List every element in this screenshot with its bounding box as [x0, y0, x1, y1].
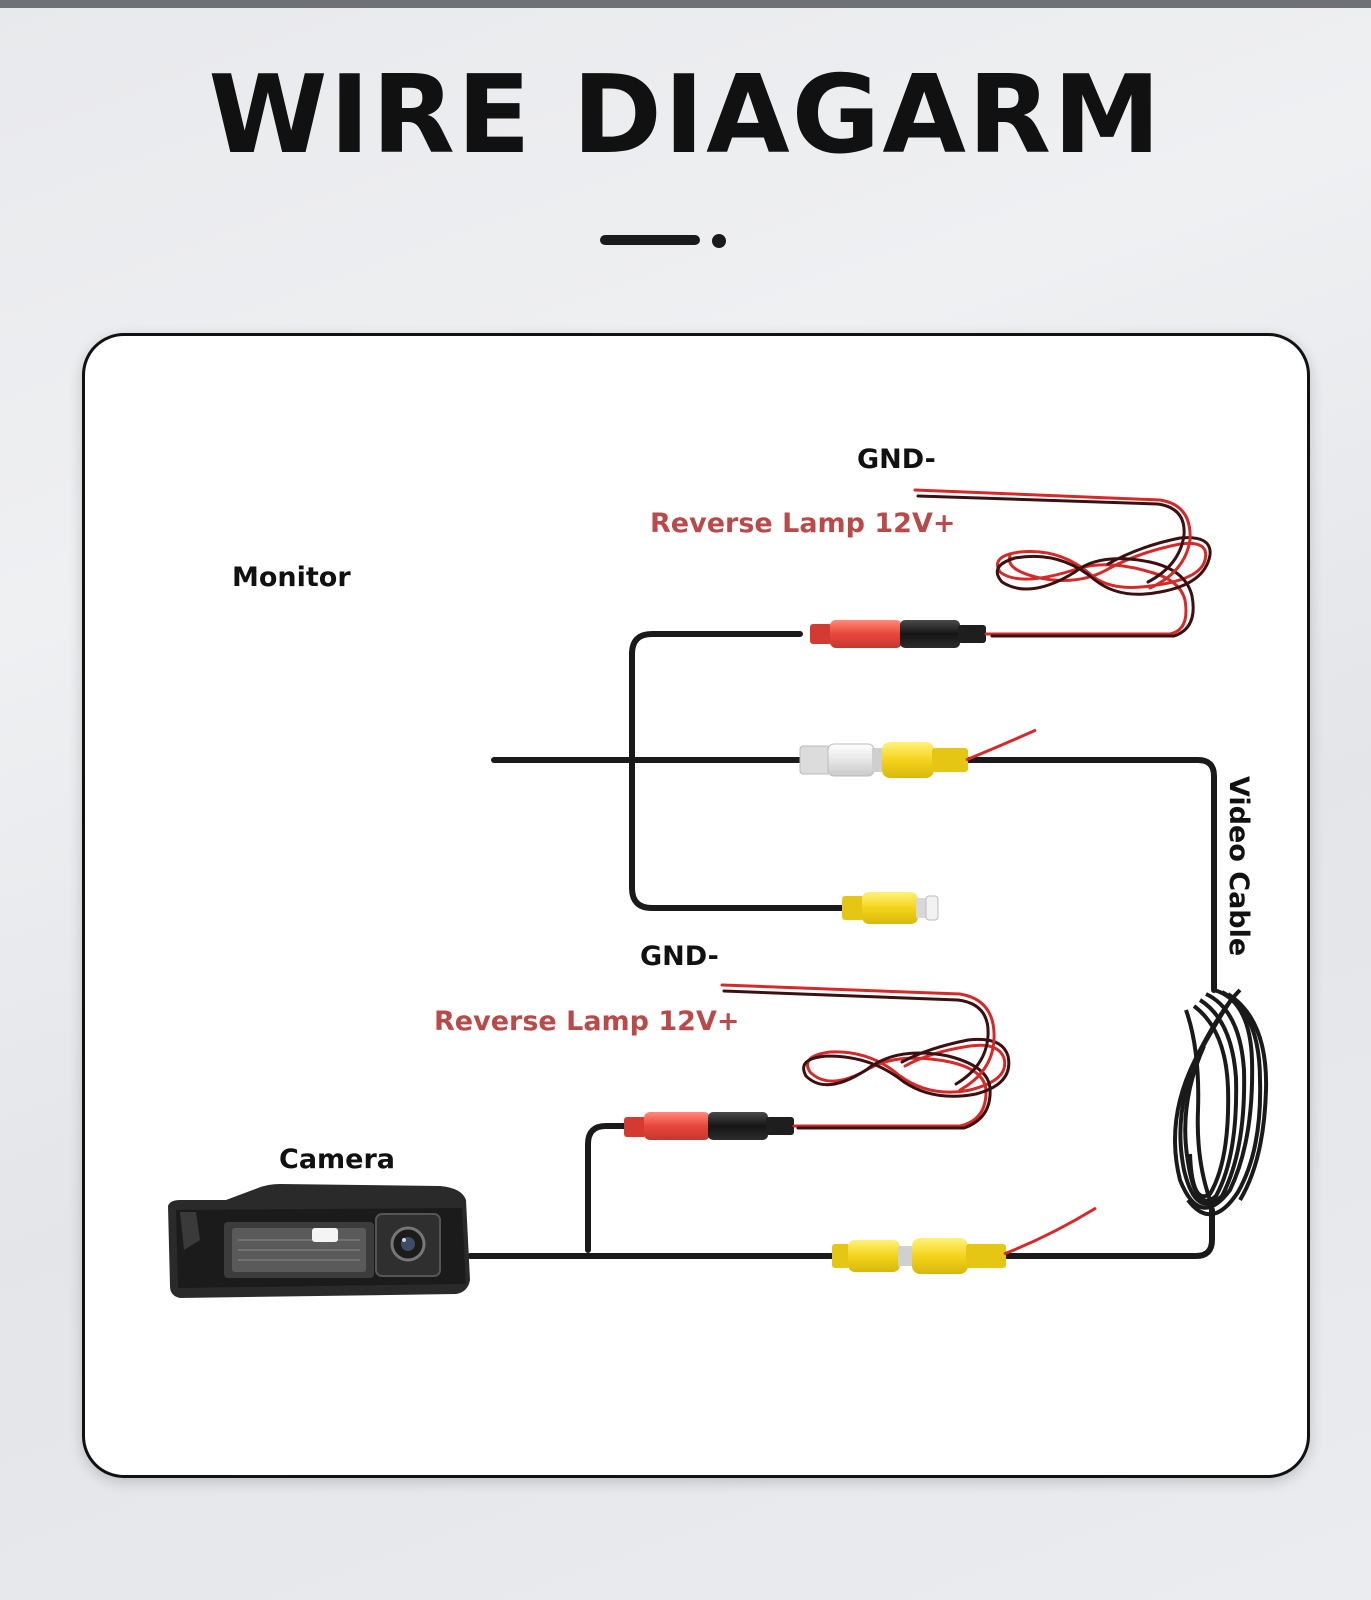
camera-power-connector: [624, 1112, 794, 1140]
monitor-wiring: [491, 631, 1217, 993]
camera-power-branch: [585, 1123, 629, 1253]
video-cable-lower: [1003, 1207, 1215, 1259]
title-underline-dash: [600, 235, 700, 245]
video-cable-label: Video Cable: [1223, 776, 1254, 956]
video-cable-upper: [965, 757, 1217, 993]
camera-video-connector: [832, 1206, 1097, 1274]
page-title: WIRE DIAGARM: [208, 53, 1163, 178]
bottom-gnd-label: GND-: [640, 941, 719, 972]
top-gnd-label: GND-: [857, 444, 936, 475]
monitor-label: Monitor: [232, 562, 351, 593]
bottom-power-label: Reverse Lamp 12V+: [434, 1006, 740, 1037]
video-cable-coil: [1173, 988, 1269, 1217]
top-power-label: Reverse Lamp 12V+: [650, 508, 956, 539]
camera-unit: [168, 1184, 470, 1298]
monitor-power-branch: [629, 631, 845, 911]
camera-wiring: [467, 1123, 1215, 1259]
title-underline-dot: [712, 234, 726, 248]
monitor-video-connector: [799, 728, 1037, 778]
top-trigger-wires: [913, 488, 1212, 638]
bottom-trigger-wires: [720, 983, 1011, 1130]
camera-label: Camera: [279, 1144, 395, 1175]
monitor-power-connector: [810, 620, 986, 648]
monitor-rca-connector: [842, 892, 939, 924]
top-divider: [0, 0, 1371, 8]
